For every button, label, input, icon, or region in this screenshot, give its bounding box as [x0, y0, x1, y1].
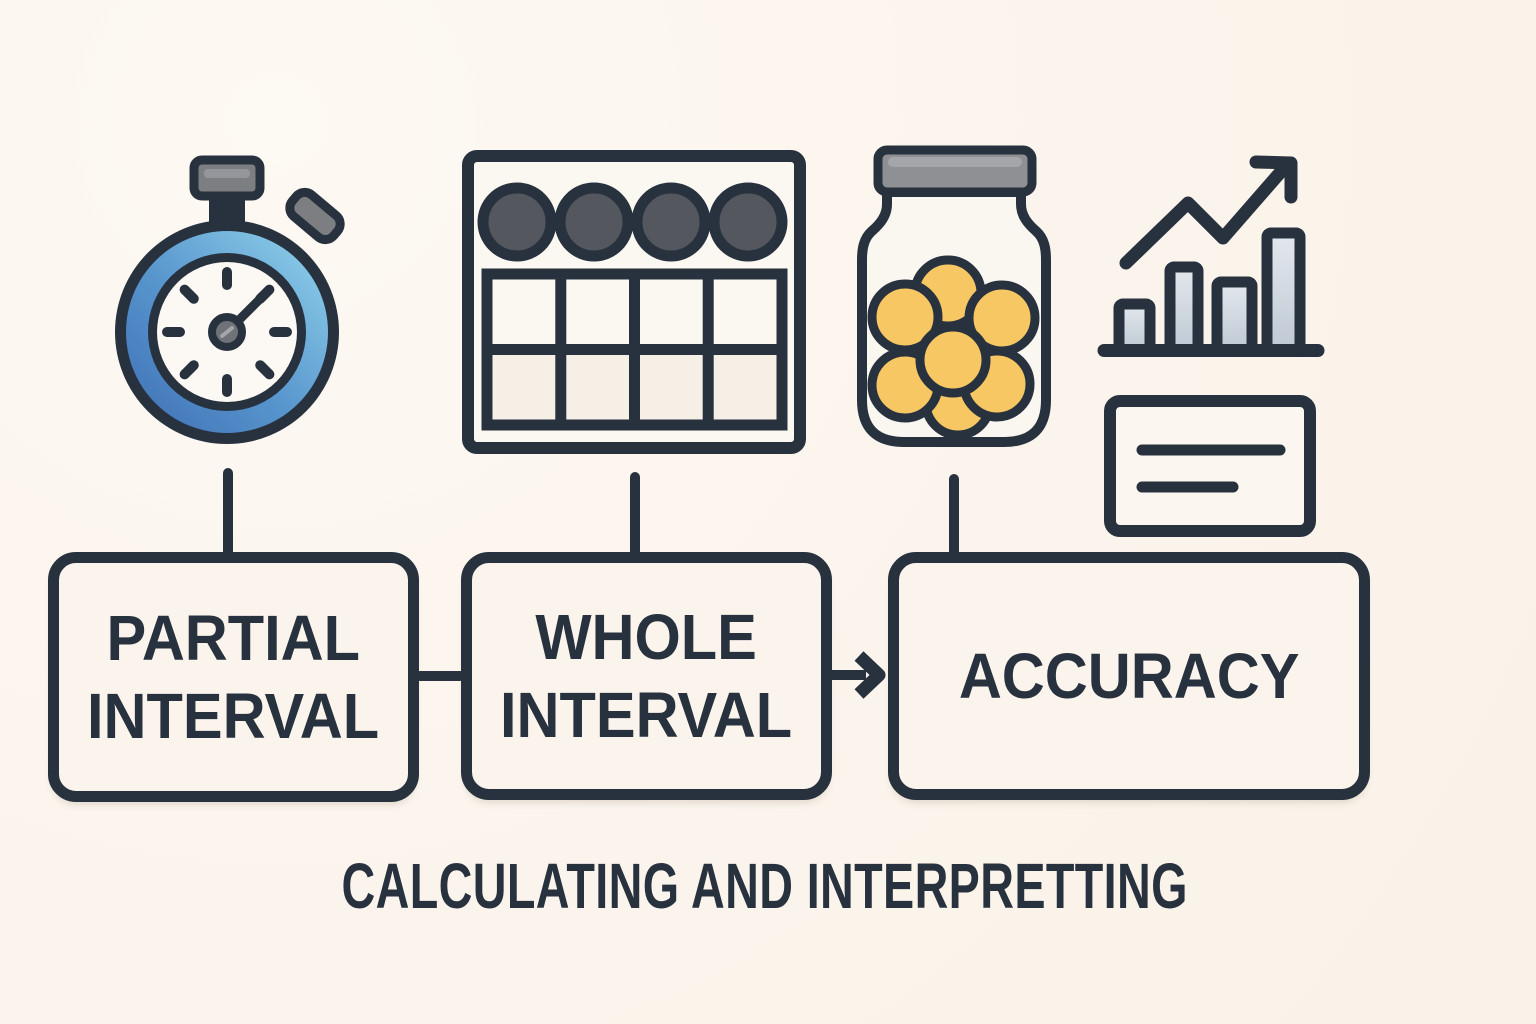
connector-jar-to-accuracy — [949, 474, 959, 558]
token-jar-icon — [857, 145, 1051, 447]
flow-box-whole-interval: WHOLE INTERVAL — [461, 552, 832, 800]
chart-trend-arrowhead — [1249, 155, 1298, 204]
flow-box-accuracy: ACCURACY — [888, 552, 1370, 800]
partial-interval-label-line1: PARTIAL — [106, 602, 361, 674]
arrow-whole-to-accuracy-icon — [830, 651, 886, 699]
chart-trend-line — [1119, 160, 1292, 270]
stopwatch-side-button — [285, 187, 345, 245]
flow-box-partial-interval: PARTIAL INTERVAL — [48, 552, 419, 802]
note-card-frame — [1104, 395, 1316, 537]
note-card-icon — [1104, 395, 1316, 537]
stopwatch-ticks — [162, 267, 292, 397]
whole-interval-label-line1: WHOLE — [535, 601, 758, 673]
connector-grid-to-whole — [630, 472, 640, 558]
tally-dots — [477, 182, 788, 262]
trend-bar-chart-icon — [1097, 155, 1325, 357]
caption-wrap: CALCULATING AND INTERPRETTING — [185, 854, 1225, 918]
jar-tokens — [867, 255, 1040, 440]
page-caption: CALCULATING AND INTERPRETTING — [341, 850, 1188, 922]
jar-lid — [873, 145, 1037, 197]
tally-grid-icon — [462, 150, 806, 454]
tally-table — [481, 268, 788, 431]
connector-partial-to-whole — [415, 671, 465, 681]
whole-interval-label-line2: INTERVAL — [500, 679, 793, 751]
connector-stopwatch-to-partial — [223, 468, 233, 558]
partial-interval-label-line2: INTERVAL — [87, 680, 380, 752]
accuracy-label: ACCURACY — [958, 640, 1300, 712]
stopwatch-dial — [115, 220, 339, 444]
stopwatch-icon — [115, 155, 345, 444]
